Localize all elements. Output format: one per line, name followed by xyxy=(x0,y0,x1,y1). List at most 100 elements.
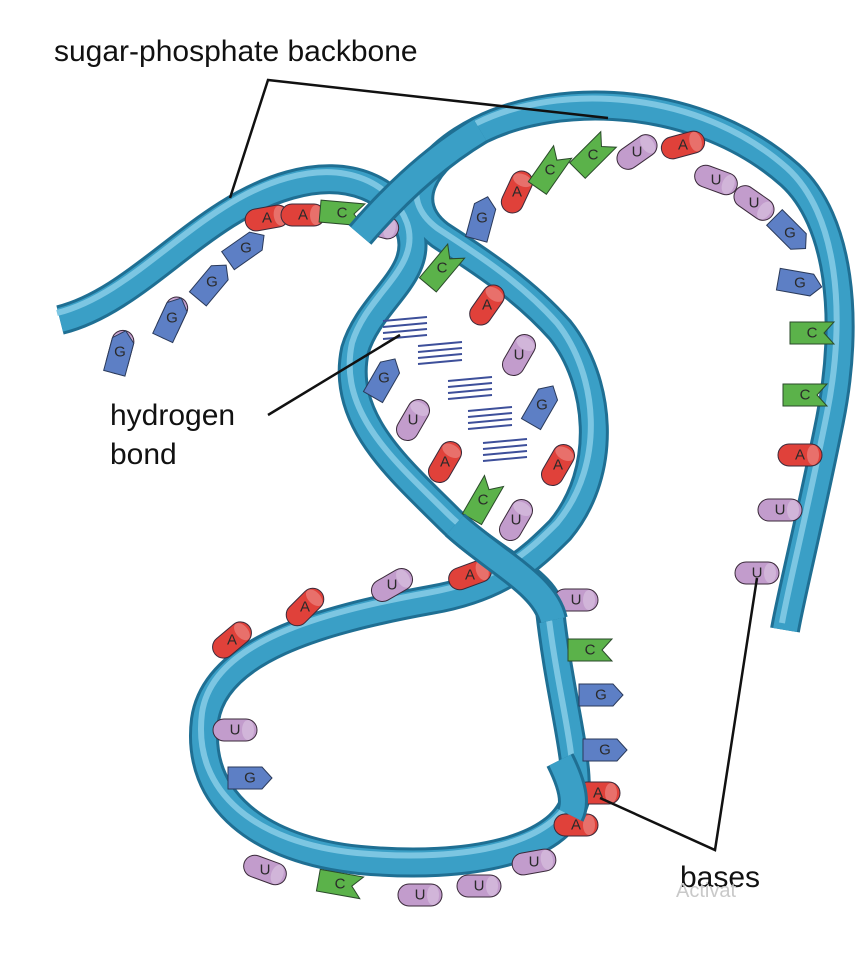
base-u: U xyxy=(397,883,443,907)
base-letter: U xyxy=(571,592,582,609)
base-g: G xyxy=(582,738,628,762)
base-letter: A xyxy=(262,210,272,227)
hydrogen-bond-line xyxy=(447,382,493,388)
base-letter: G xyxy=(244,770,256,787)
base-letter: G xyxy=(206,274,218,291)
base-letter: U xyxy=(408,412,419,429)
base-a: A xyxy=(285,587,325,627)
base-a: A xyxy=(500,170,534,214)
base-letter: A xyxy=(465,567,475,584)
base-letter: U xyxy=(387,577,398,594)
hydrogen-bond-line xyxy=(447,376,493,382)
base-g: G xyxy=(152,297,188,344)
base-g: G xyxy=(188,264,229,307)
backbone-ribbon-back xyxy=(55,90,855,878)
base-letter: C xyxy=(807,325,818,342)
base-u: U xyxy=(243,854,287,886)
base-u: U xyxy=(370,568,414,602)
hydrogen-bond-line xyxy=(467,406,513,412)
base-u: U xyxy=(396,398,430,442)
base-letter: G xyxy=(476,210,488,227)
base-letter: G xyxy=(114,344,126,361)
base-u: U xyxy=(733,185,775,221)
hydrogen-bond-line xyxy=(467,424,513,430)
base-letter: U xyxy=(775,502,786,519)
hydrogen-bond-line xyxy=(482,450,528,456)
base-letter: U xyxy=(749,195,760,212)
base-letter: A xyxy=(678,137,688,154)
hydrogen-bond-label-line2: bond xyxy=(110,438,177,471)
backbone-label: sugar-phosphate backbone xyxy=(54,35,418,68)
base-g: G xyxy=(765,208,807,250)
bases-label: bases xyxy=(680,861,761,894)
hydrogen-bond-line xyxy=(382,316,428,322)
base-letter: C xyxy=(588,147,599,164)
base-letter: U xyxy=(511,512,522,529)
base-letter: G xyxy=(378,370,390,387)
base-u: U xyxy=(553,588,599,612)
base-letter: C xyxy=(478,492,489,509)
base-letter: G xyxy=(240,240,252,257)
base-letter: A xyxy=(512,184,522,201)
base-letter: C xyxy=(337,205,348,222)
base-letter: G xyxy=(599,742,611,759)
base-letter: U xyxy=(514,347,525,364)
base-letter: A xyxy=(227,632,237,649)
base-letter: U xyxy=(230,722,241,739)
base-u: U xyxy=(502,333,536,377)
base-letter: U xyxy=(529,854,540,871)
base-letter: C xyxy=(585,642,596,659)
bases-leader-line xyxy=(599,577,759,852)
hydrogen-bond-line xyxy=(417,359,463,365)
backbone-ribbon-highlight xyxy=(56,95,840,859)
base-g: G xyxy=(227,766,273,790)
base-a: A xyxy=(212,621,252,659)
base-c: C xyxy=(782,383,829,407)
base-letter: A xyxy=(300,599,310,616)
base-a: A xyxy=(660,130,706,160)
base-g: G xyxy=(520,385,559,431)
base-letter: U xyxy=(474,878,485,895)
backbone-ribbon-front xyxy=(348,117,588,822)
base-letter: G xyxy=(784,225,796,242)
base-c: C xyxy=(527,144,573,196)
hydrogen-bond-line xyxy=(467,412,513,418)
backbone-ribbon xyxy=(56,93,852,875)
base-letter: G xyxy=(794,275,806,292)
base-letter: U xyxy=(711,172,722,189)
backbone-crossover xyxy=(447,516,565,624)
base-c: C xyxy=(315,868,365,900)
hydrogen-bond-line xyxy=(482,444,528,450)
backbone-crossover xyxy=(549,754,585,821)
base-letter: U xyxy=(632,144,643,161)
base-a: A xyxy=(553,813,599,837)
base-letter: C xyxy=(437,260,448,277)
base-u: U xyxy=(212,718,258,742)
base-c: C xyxy=(789,321,836,345)
hydrogen-bond-line xyxy=(447,394,493,400)
base-u: U xyxy=(456,874,502,898)
base-g: G xyxy=(362,358,401,404)
base-letter: C xyxy=(800,387,811,404)
base-a: A xyxy=(541,443,575,487)
base-u: U xyxy=(757,498,803,522)
base-letter: A xyxy=(795,447,805,464)
hydrogen-bonds xyxy=(382,316,528,462)
backbone-leader-line xyxy=(228,78,609,199)
base-letter: U xyxy=(260,862,271,879)
base-c: C xyxy=(461,474,505,526)
bases-group: UUGGAACUGACCUAUUGGCCAUUCAUGAUGUACUGAAUAU… xyxy=(103,130,836,907)
base-a: A xyxy=(777,443,823,467)
hydrogen-bond-line xyxy=(382,322,428,328)
hydrogen-bond-line xyxy=(447,388,493,394)
base-u: U xyxy=(734,561,780,585)
base-u: U xyxy=(511,848,557,876)
hydrogen-bond-label-line1: hydrogen xyxy=(110,399,236,432)
base-letter: A xyxy=(553,457,563,474)
base-letter: C xyxy=(545,162,556,179)
base-u: U xyxy=(694,164,738,196)
hydrogen-bond-line xyxy=(467,418,513,424)
hydrogen-bond-line xyxy=(382,328,428,334)
base-letter: C xyxy=(335,876,346,893)
